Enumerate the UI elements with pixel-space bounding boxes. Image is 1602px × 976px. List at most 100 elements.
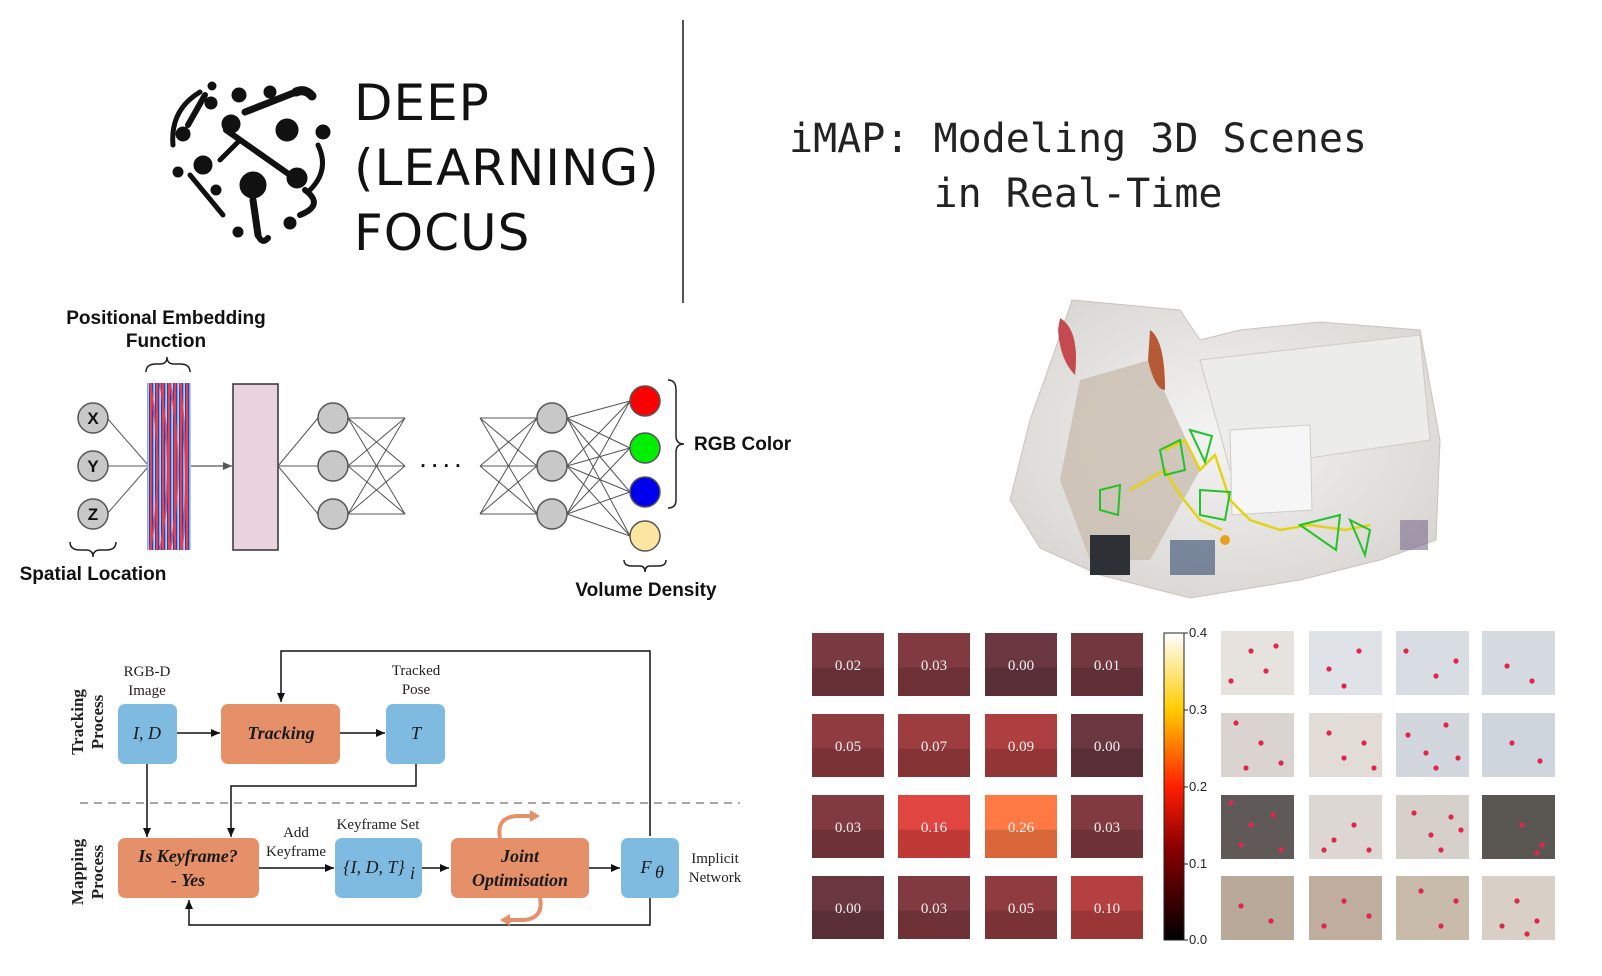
logo-line-1: DEEP <box>354 74 490 132</box>
id-box-label: I, D <box>132 723 161 743</box>
tracking-box-label: Tracking <box>247 723 314 743</box>
heatmap-tile-shade <box>898 829 970 858</box>
output-nodes <box>629 385 661 552</box>
hidden-node <box>536 498 568 530</box>
mapping-process-line-1: Mapping <box>68 838 87 905</box>
tracking-box <box>221 704 340 764</box>
sampled-pixel-dot <box>1524 931 1530 937</box>
heatmap-tile-shade <box>812 829 884 858</box>
keyframe-set-label: Keyframe Set <box>337 817 421 833</box>
sampled-pixel-dot <box>1341 755 1347 761</box>
sampled-pixel-dot <box>1458 827 1464 833</box>
colorbar-tick-label: 0.1 <box>1189 856 1207 871</box>
output-node-green <box>629 432 661 464</box>
sampled-pixel-dot <box>1455 755 1461 761</box>
heatmap-tile-shade <box>1071 667 1143 696</box>
refresh-arrow-top-icon <box>530 810 540 822</box>
colorbar-tick-label: 0.0 <box>1189 932 1207 947</box>
heatmap-value: 0.00 <box>1094 739 1120 755</box>
heatmap-value: 0.09 <box>1008 739 1034 755</box>
heatmap-value: 0.10 <box>1094 901 1120 917</box>
heatmap-value: 0.01 <box>1094 658 1120 674</box>
heatmap-tile-shade <box>985 667 1057 696</box>
spatial-label: Spatial Location <box>20 564 167 585</box>
add-keyframe-line-2: Keyframe <box>266 844 326 860</box>
tracked-pose-line-2: Pose <box>402 682 431 698</box>
hidden-node <box>317 450 349 482</box>
heatmap-tile <box>812 795 884 858</box>
sampled-pixel-dot <box>1433 765 1439 771</box>
sampled-pixel-dot <box>1321 923 1327 929</box>
keyframe-set-box-sub: i <box>410 863 415 883</box>
sampled-pixel-dot <box>1448 814 1454 820</box>
heatmap-value: 0.03 <box>921 901 947 917</box>
title-line-2: in Real-Time <box>934 171 1223 217</box>
heatmap-tile-shade <box>1071 748 1143 777</box>
rgbd-label-line-1: RGB-D <box>124 664 171 680</box>
page-title: iMAP: Modeling 3D Scenes in Real-Time <box>789 116 1367 217</box>
input-node-y <box>77 450 109 482</box>
heatmap-tile <box>985 714 1057 777</box>
sampled-pixel-dot <box>1504 663 1510 669</box>
rgbd-label-line-2: Image <box>128 683 166 699</box>
sampled-pixel-dot <box>1403 648 1409 654</box>
sampled-pixel-dot <box>1438 923 1444 929</box>
sample-image-tile <box>1482 795 1555 859</box>
colorbar-tick-label: 0.4 <box>1189 625 1207 640</box>
heatmap-tile <box>898 633 970 696</box>
mapping-process-line-2: Process <box>88 844 107 899</box>
t-box-label: T <box>411 723 423 743</box>
sampled-pixel-dot <box>1371 765 1377 771</box>
sample-image-tile <box>1396 795 1469 859</box>
hidden-node <box>536 402 568 434</box>
heatmap-tile <box>1071 714 1143 777</box>
colorbar-tick-label: 0.2 <box>1189 779 1207 794</box>
sampled-pixel-dot <box>1534 850 1540 856</box>
camera-trajectory <box>1129 438 1371 532</box>
sampled-pixel-dot <box>1341 898 1347 904</box>
colorbar-tick-label: 0.3 <box>1189 702 1207 717</box>
sampled-pixel-dot <box>1453 898 1459 904</box>
room-object <box>1170 540 1215 575</box>
heatmap-value: 0.03 <box>921 658 947 674</box>
output-node-blue <box>629 476 661 508</box>
sampled-pixel-dot <box>1248 822 1254 828</box>
refresh-arrow-bottom-icon <box>500 914 510 926</box>
sampled-pixel-dot <box>1529 678 1535 684</box>
sample-image-tile <box>1396 631 1469 695</box>
sample-image-tile <box>1482 713 1555 777</box>
colorbar-ticks <box>1184 632 1188 941</box>
sampled-pixel-dot <box>1418 888 1424 894</box>
sampled-pixel-dot <box>1273 643 1279 649</box>
heatmap-tile-shade <box>898 748 970 777</box>
room-floor <box>1060 360 1200 560</box>
logo-line-3: FOCUS <box>354 204 530 262</box>
spatial-brace <box>69 541 117 558</box>
keyframe-set-box-label: {I, D, T} <box>343 857 405 877</box>
sampled-pixel-dot <box>1248 648 1254 654</box>
keyframe-set-box <box>335 838 422 898</box>
colorbar: 0.4 0.3 0.2 0.1 0.0 <box>1163 625 1207 947</box>
input-nodes: X Y Z <box>77 402 109 530</box>
sampled-pixel-dot <box>1411 810 1417 816</box>
sampled-pixels-grid <box>1221 631 1555 940</box>
pe-label-line-2: Function <box>126 331 206 352</box>
density-label: Volume Density <box>575 580 717 601</box>
sample-image-tile <box>1221 876 1294 940</box>
hidden-node <box>536 450 568 482</box>
sampled-pixel-dot <box>1238 842 1244 848</box>
tracking-process-line-1: Tracking <box>68 689 87 755</box>
keyframe-box-line-1: Is Keyframe? <box>137 846 237 866</box>
sampled-pixel-dot <box>1509 740 1515 746</box>
sampled-pixel-dot <box>1243 765 1249 771</box>
sampled-pixel-dot <box>1433 673 1439 679</box>
logo-line-2: (LEARNING) <box>354 139 660 197</box>
logo: DEEP (LEARNING) FOCUS <box>170 74 660 262</box>
tracked-pose-line-1: Tracked <box>392 663 441 679</box>
sampled-pixel-dot <box>1341 683 1347 689</box>
heatmap-value: 0.16 <box>921 820 948 836</box>
sample-image-tile <box>1482 876 1555 940</box>
f-theta-box <box>621 838 679 898</box>
sampled-pixel-dot <box>1278 760 1284 766</box>
